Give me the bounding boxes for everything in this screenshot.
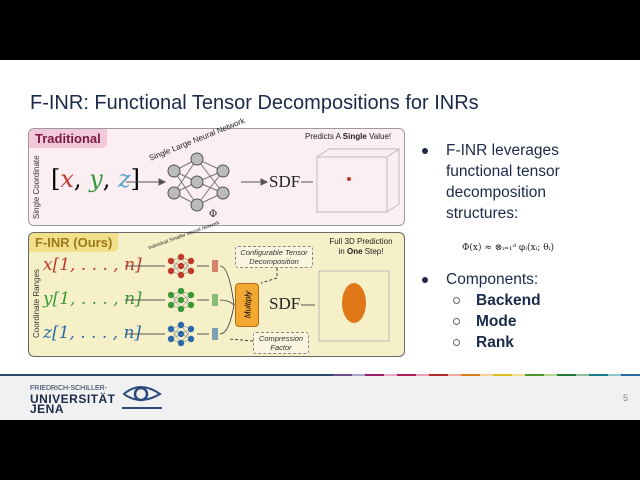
network-node (187, 301, 195, 309)
network-node (167, 267, 175, 275)
phi-label: Φ (209, 209, 218, 220)
eye-logo-icon (122, 386, 162, 409)
network-node (177, 330, 185, 338)
network-node (167, 257, 175, 265)
slide-title: F-INR: Functional Tensor Decompositions … (30, 92, 479, 114)
multiply-label: Multiply (243, 290, 253, 319)
arrow (219, 304, 235, 335)
sdf-output: SDF (269, 172, 301, 191)
single-value-note: Predicts A Single Value! (305, 132, 392, 141)
subitem-rank: Rank (418, 332, 568, 353)
factor-matrix (212, 294, 218, 306)
network-node (187, 325, 195, 333)
traditional-diagram (126, 148, 401, 213)
university-logo: FRIEDRICH-SCHILLER- UNIVERSITÄT JENA (30, 385, 116, 416)
compression-factor-box: Compression Factor (253, 332, 309, 354)
network-node (177, 271, 185, 279)
y-range-input: y[1, . . . , n] (43, 289, 142, 309)
network-node (177, 339, 185, 347)
network-node (167, 301, 175, 309)
network-node (167, 325, 175, 333)
tensor-decomposition-box: Configurable Tensor Decomposition (235, 246, 313, 268)
network-node (177, 287, 185, 295)
bullet-finr: F-INR leverages functional tensor decomp… (418, 140, 568, 224)
bullet-list: F-INR leverages functional tensor decomp… (418, 140, 568, 353)
network-node (177, 296, 185, 304)
3d-shape (342, 283, 366, 323)
dashed-arrow (260, 263, 278, 284)
network-node (177, 305, 185, 313)
dashed-arrow (228, 338, 254, 342)
xyz-input: [x, y, z] (51, 165, 141, 193)
finr-tag: F-INR (Ours) (29, 233, 119, 252)
traditional-tag: Traditional (29, 129, 107, 148)
finr-sdf-output: SDF (269, 294, 301, 313)
bullet-components: Components: (418, 269, 568, 290)
finr-diagram (125, 253, 390, 347)
bounding-box (318, 270, 390, 342)
network-node (187, 257, 195, 265)
network-node (187, 267, 195, 275)
multiply-block: Multiply (235, 283, 259, 327)
color-stripe (0, 374, 640, 377)
network-node (187, 291, 195, 299)
formula: Φ(x) ≈ ⊗ᵢ₌₁ᵈ φᵢ(xᵢ; θᵢ) (462, 243, 555, 253)
factor-matrix (212, 328, 218, 340)
network-node (167, 335, 175, 343)
subitem-backend: Backend (418, 290, 568, 311)
arrow (219, 265, 235, 306)
finr-panel: F-INR (Ours) Coordinate Ranges x[1, . . … (28, 220, 405, 357)
arrow (219, 299, 235, 306)
subitem-mode: Mode (418, 311, 568, 332)
factor-matrix (212, 260, 218, 272)
page-number: 5 (623, 393, 629, 403)
network-node (167, 291, 175, 299)
z-range-input: z[1, . . . , n] (43, 323, 142, 343)
network-node (187, 335, 195, 343)
network-node (177, 262, 185, 270)
network-node (177, 321, 185, 329)
traditional-panel: Traditional Single Coordinate [x, y, z] … (28, 116, 405, 226)
slide: F-INR: Functional Tensor Decompositions … (0, 60, 640, 420)
x-range-input: x[1, . . . , n] (43, 255, 142, 275)
network-node (177, 253, 185, 261)
footer: FRIEDRICH-SCHILLER- UNIVERSITÄT JENA 5 (0, 376, 640, 420)
